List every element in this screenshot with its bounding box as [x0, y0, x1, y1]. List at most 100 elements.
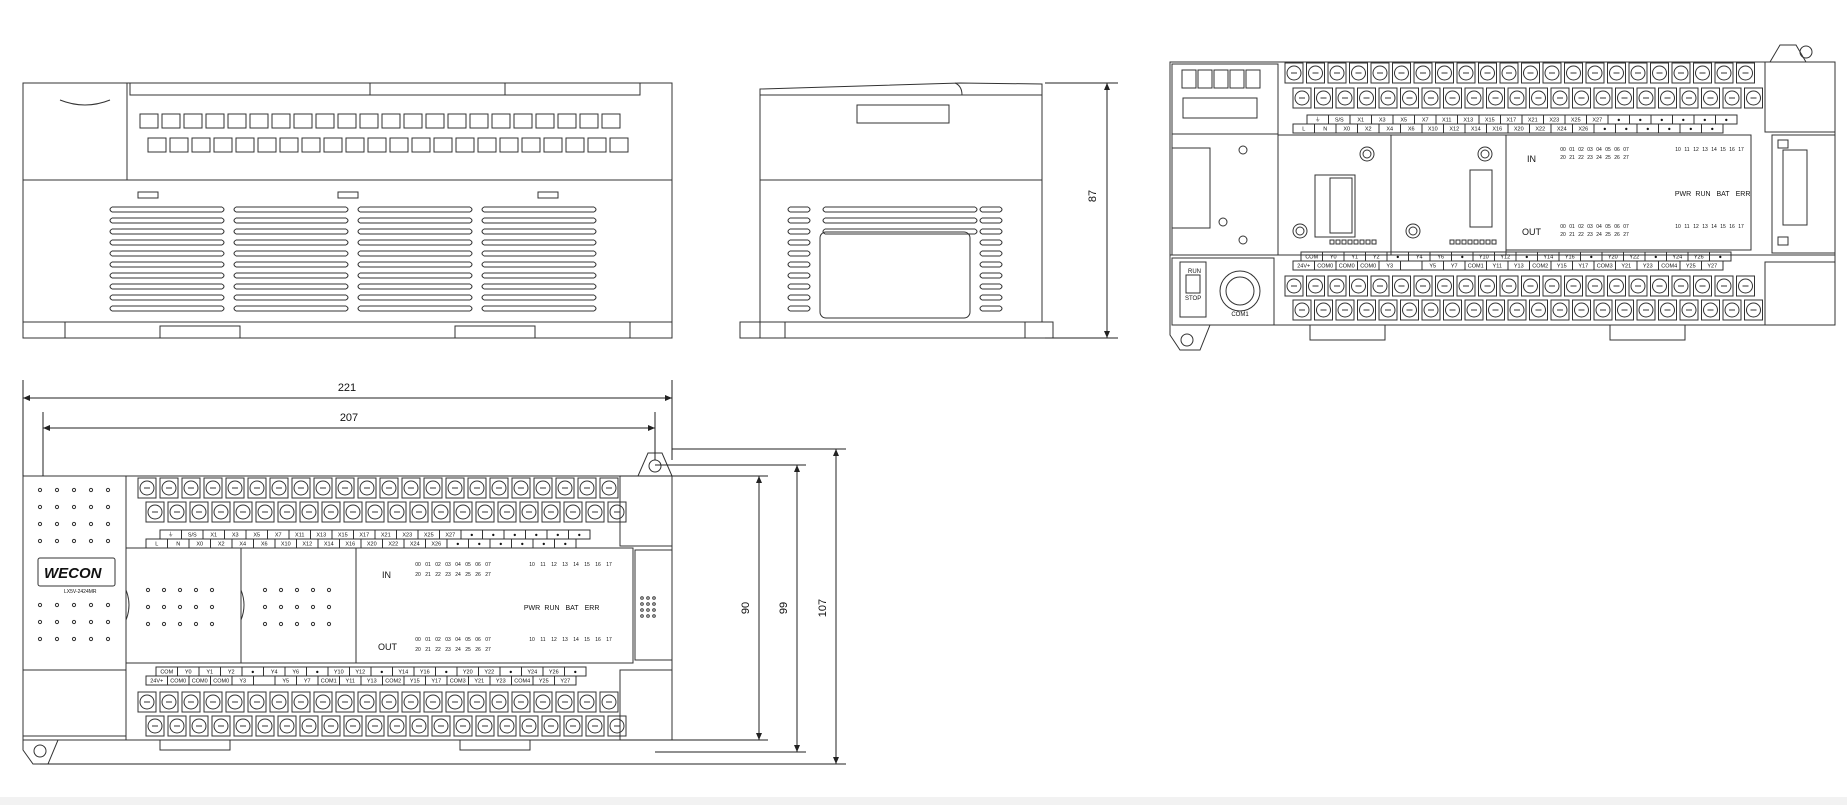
terminal-label: X25 [424, 533, 434, 539]
terminal-screw [1593, 299, 1613, 321]
terminal-label: ● [509, 670, 512, 676]
io-indicator-number: 25 [1605, 155, 1611, 161]
vent-dot [71, 636, 77, 642]
terminal-post [1197, 69, 1213, 89]
terminal-label: ● [251, 670, 254, 676]
terminal-label: Y3 [1386, 264, 1393, 270]
terminal-screw-head [601, 694, 617, 710]
io-indicator-number: 04 [455, 637, 461, 643]
terminal-screw-head [271, 694, 287, 710]
io-indicator-number: 27 [1623, 155, 1629, 161]
terminal-screw [321, 501, 341, 523]
vent-dot [54, 521, 60, 527]
board-pad [1467, 239, 1473, 245]
vent-slot [109, 206, 225, 213]
terminal-screw [139, 113, 159, 129]
terminal-screw [1400, 87, 1419, 109]
terminal-label: ● [1668, 127, 1671, 133]
terminal-screw [1478, 62, 1497, 84]
terminal-screw [431, 501, 451, 523]
terminal-label: ● [1711, 127, 1714, 133]
port-dot [646, 602, 650, 606]
terminal-screw-head [543, 718, 559, 734]
terminal-screw-head [609, 504, 625, 520]
terminal-label: X7 [275, 533, 282, 539]
terminal-screw [577, 477, 597, 499]
vent-dot [37, 538, 43, 544]
terminal-label: Y15 [1557, 264, 1567, 270]
terminal-screw-head [183, 694, 199, 710]
terminal-label: ● [1654, 255, 1657, 261]
terminal-screw-head [565, 504, 581, 520]
terminal-screw [1378, 87, 1398, 109]
terminal-screw-head [455, 504, 471, 520]
terminal-label: Y12 [355, 670, 365, 676]
wecon-logo-box [37, 557, 116, 587]
terminal-screw [1542, 62, 1562, 84]
terminal-screw-head [477, 718, 493, 734]
terminal-screw [425, 113, 445, 129]
terminal-label: X6 [261, 542, 268, 548]
terminal-screw [1550, 87, 1570, 109]
terminal-screw [585, 501, 605, 523]
io-indicator-number: 05 [1605, 147, 1611, 153]
terminal-label: Y11 [1493, 264, 1502, 270]
terminal-label: ⏚ [168, 532, 174, 539]
vent-slot [357, 283, 473, 290]
terminal-screw-head [1394, 278, 1409, 294]
board-pad [1341, 239, 1347, 245]
front-main-out-label: OUT [378, 642, 398, 652]
terminal-label: ● [1590, 255, 1593, 261]
terminal-label: ● [1461, 255, 1464, 261]
front-detail-in-label: IN [1527, 154, 1536, 164]
terminal-label: ● [564, 542, 567, 548]
terminal-label: 24V+ [1297, 264, 1310, 270]
vent-dot [278, 587, 284, 593]
terminal-screw [343, 501, 363, 523]
terminal-screw [1529, 87, 1548, 109]
terminal-screw-head [579, 480, 595, 496]
vent-dot [37, 521, 43, 527]
terminal-screw-head [1703, 302, 1718, 318]
terminal-screw [1615, 87, 1634, 109]
terminal-screw [1615, 299, 1634, 321]
io-indicator-number: 14 [1711, 147, 1717, 153]
terminal-screw-head [1402, 302, 1417, 318]
terminal-screw-head [1394, 65, 1409, 81]
vent-dot [161, 587, 167, 593]
terminal-screw [469, 113, 489, 129]
terminal-label: Y6 [1437, 255, 1444, 261]
terminal-label: Y2 [228, 670, 235, 676]
terminal-screw-head [499, 718, 515, 734]
terminal-screw [365, 501, 385, 523]
terminal-screw [1335, 299, 1355, 321]
terminal-label-cell [568, 529, 591, 540]
io-indicator-number: 01 [1569, 224, 1575, 230]
terminal-label: Y24 [527, 670, 537, 676]
terminal-label: Y14 [1543, 255, 1553, 261]
terminal-screw-head [543, 504, 559, 520]
vent-slot [979, 239, 1003, 246]
front-main-in-label: IN [382, 570, 391, 580]
terminal-screw [137, 691, 157, 713]
io-indicator-number: 14 [573, 637, 579, 643]
terminal-screw-head [1673, 278, 1689, 294]
terminal-screw [1628, 62, 1648, 84]
terminal-screw [533, 477, 553, 499]
dimension-221-label: 221 [338, 382, 356, 394]
vent-dot [193, 604, 199, 610]
terminal-screw [1292, 299, 1312, 321]
terminal-screw-head [147, 718, 163, 734]
terminal-screw-head [447, 480, 463, 496]
vent-slot [979, 283, 1003, 290]
terminal-screw [181, 477, 201, 499]
board-pad [1485, 239, 1491, 245]
terminal-screw [1314, 87, 1333, 109]
terminal-screw-head [1372, 278, 1388, 294]
terminal-screw [1650, 275, 1669, 297]
vent-slot [357, 228, 473, 235]
io-indicator-number: 07 [1623, 147, 1629, 153]
terminal-screw [169, 137, 189, 153]
